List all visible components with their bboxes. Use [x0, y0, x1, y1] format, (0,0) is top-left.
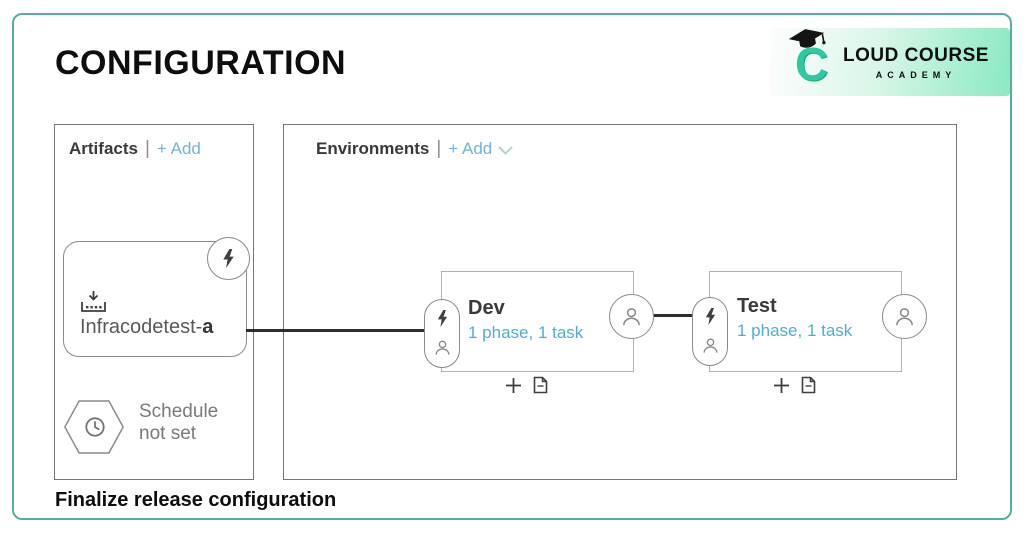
logo-mark: C: [788, 29, 837, 91]
env-summary: 1 phase, 1 task: [468, 323, 584, 342]
schedule-text: Schedule not set: [139, 401, 219, 444]
env-name: Dev: [468, 297, 505, 319]
artifacts-panel: Artifacts | + Add Infracodetest-a: [54, 124, 254, 480]
schedule-status[interactable]: Schedule not set: [63, 395, 245, 465]
plus-icon[interactable]: [505, 377, 522, 394]
environments-title: Environments: [316, 139, 430, 158]
env-label-test[interactable]: Test 1 phase, 1 task: [737, 295, 852, 341]
hexagon-icon: [64, 400, 124, 454]
logo-text: LOUD COURSE ACADEMY: [843, 45, 989, 80]
connector-artifact-to-dev: [246, 329, 424, 332]
copy-icon[interactable]: [801, 376, 816, 394]
logo-line2: ACADEMY: [875, 69, 957, 80]
env-pre-deploy-badge-dev[interactable]: [424, 299, 460, 368]
artifact-trigger-badge[interactable]: [207, 237, 250, 280]
plus-icon[interactable]: [773, 377, 790, 394]
header-separator: |: [144, 138, 150, 159]
chevron-down-icon[interactable]: [497, 145, 514, 156]
lightning-icon: [705, 308, 715, 326]
add-environment-button[interactable]: + Add: [448, 139, 493, 158]
slide-caption: Finalize release configuration: [55, 489, 337, 511]
artifact-name: Infracodetest-a: [80, 316, 214, 338]
header-separator: |: [436, 138, 442, 159]
lightning-icon: [437, 310, 447, 328]
env-post-deploy-badge-dev[interactable]: [609, 294, 654, 339]
brand-logo: C LOUD COURSE ACADEMY: [770, 28, 1010, 96]
copy-icon[interactable]: [533, 376, 548, 394]
environments-panel: Environments | + Add Dev 1 phase, 1 task: [283, 124, 957, 480]
person-icon: [896, 308, 913, 326]
env-summary: 1 phase, 1 task: [737, 321, 853, 340]
environments-header: Environments | + Add: [316, 138, 514, 160]
download-icon: [81, 291, 106, 312]
add-artifact-button[interactable]: + Add: [156, 139, 201, 158]
artifacts-title: Artifacts: [69, 139, 138, 158]
env-pre-deploy-badge-test[interactable]: [692, 297, 728, 366]
page-title: CONFIGURATION: [55, 44, 347, 82]
env-post-deploy-badge-test[interactable]: [882, 294, 927, 339]
connector-dev-to-test: [651, 314, 693, 317]
logo-line1: LOUD COURSE: [843, 44, 989, 66]
env-actions-dev: [505, 376, 548, 394]
clock-icon: [85, 417, 105, 437]
person-icon: [623, 308, 640, 326]
env-actions-test: [773, 376, 816, 394]
person-icon: [702, 338, 718, 353]
person-icon: [434, 340, 450, 355]
env-label-dev[interactable]: Dev 1 phase, 1 task: [468, 297, 583, 343]
lightning-icon: [223, 249, 234, 268]
env-name: Test: [737, 295, 777, 317]
logo-c-glyph: C: [795, 38, 829, 90]
graduation-cap-icon: [788, 29, 826, 48]
artifacts-header: Artifacts | + Add: [69, 138, 201, 160]
